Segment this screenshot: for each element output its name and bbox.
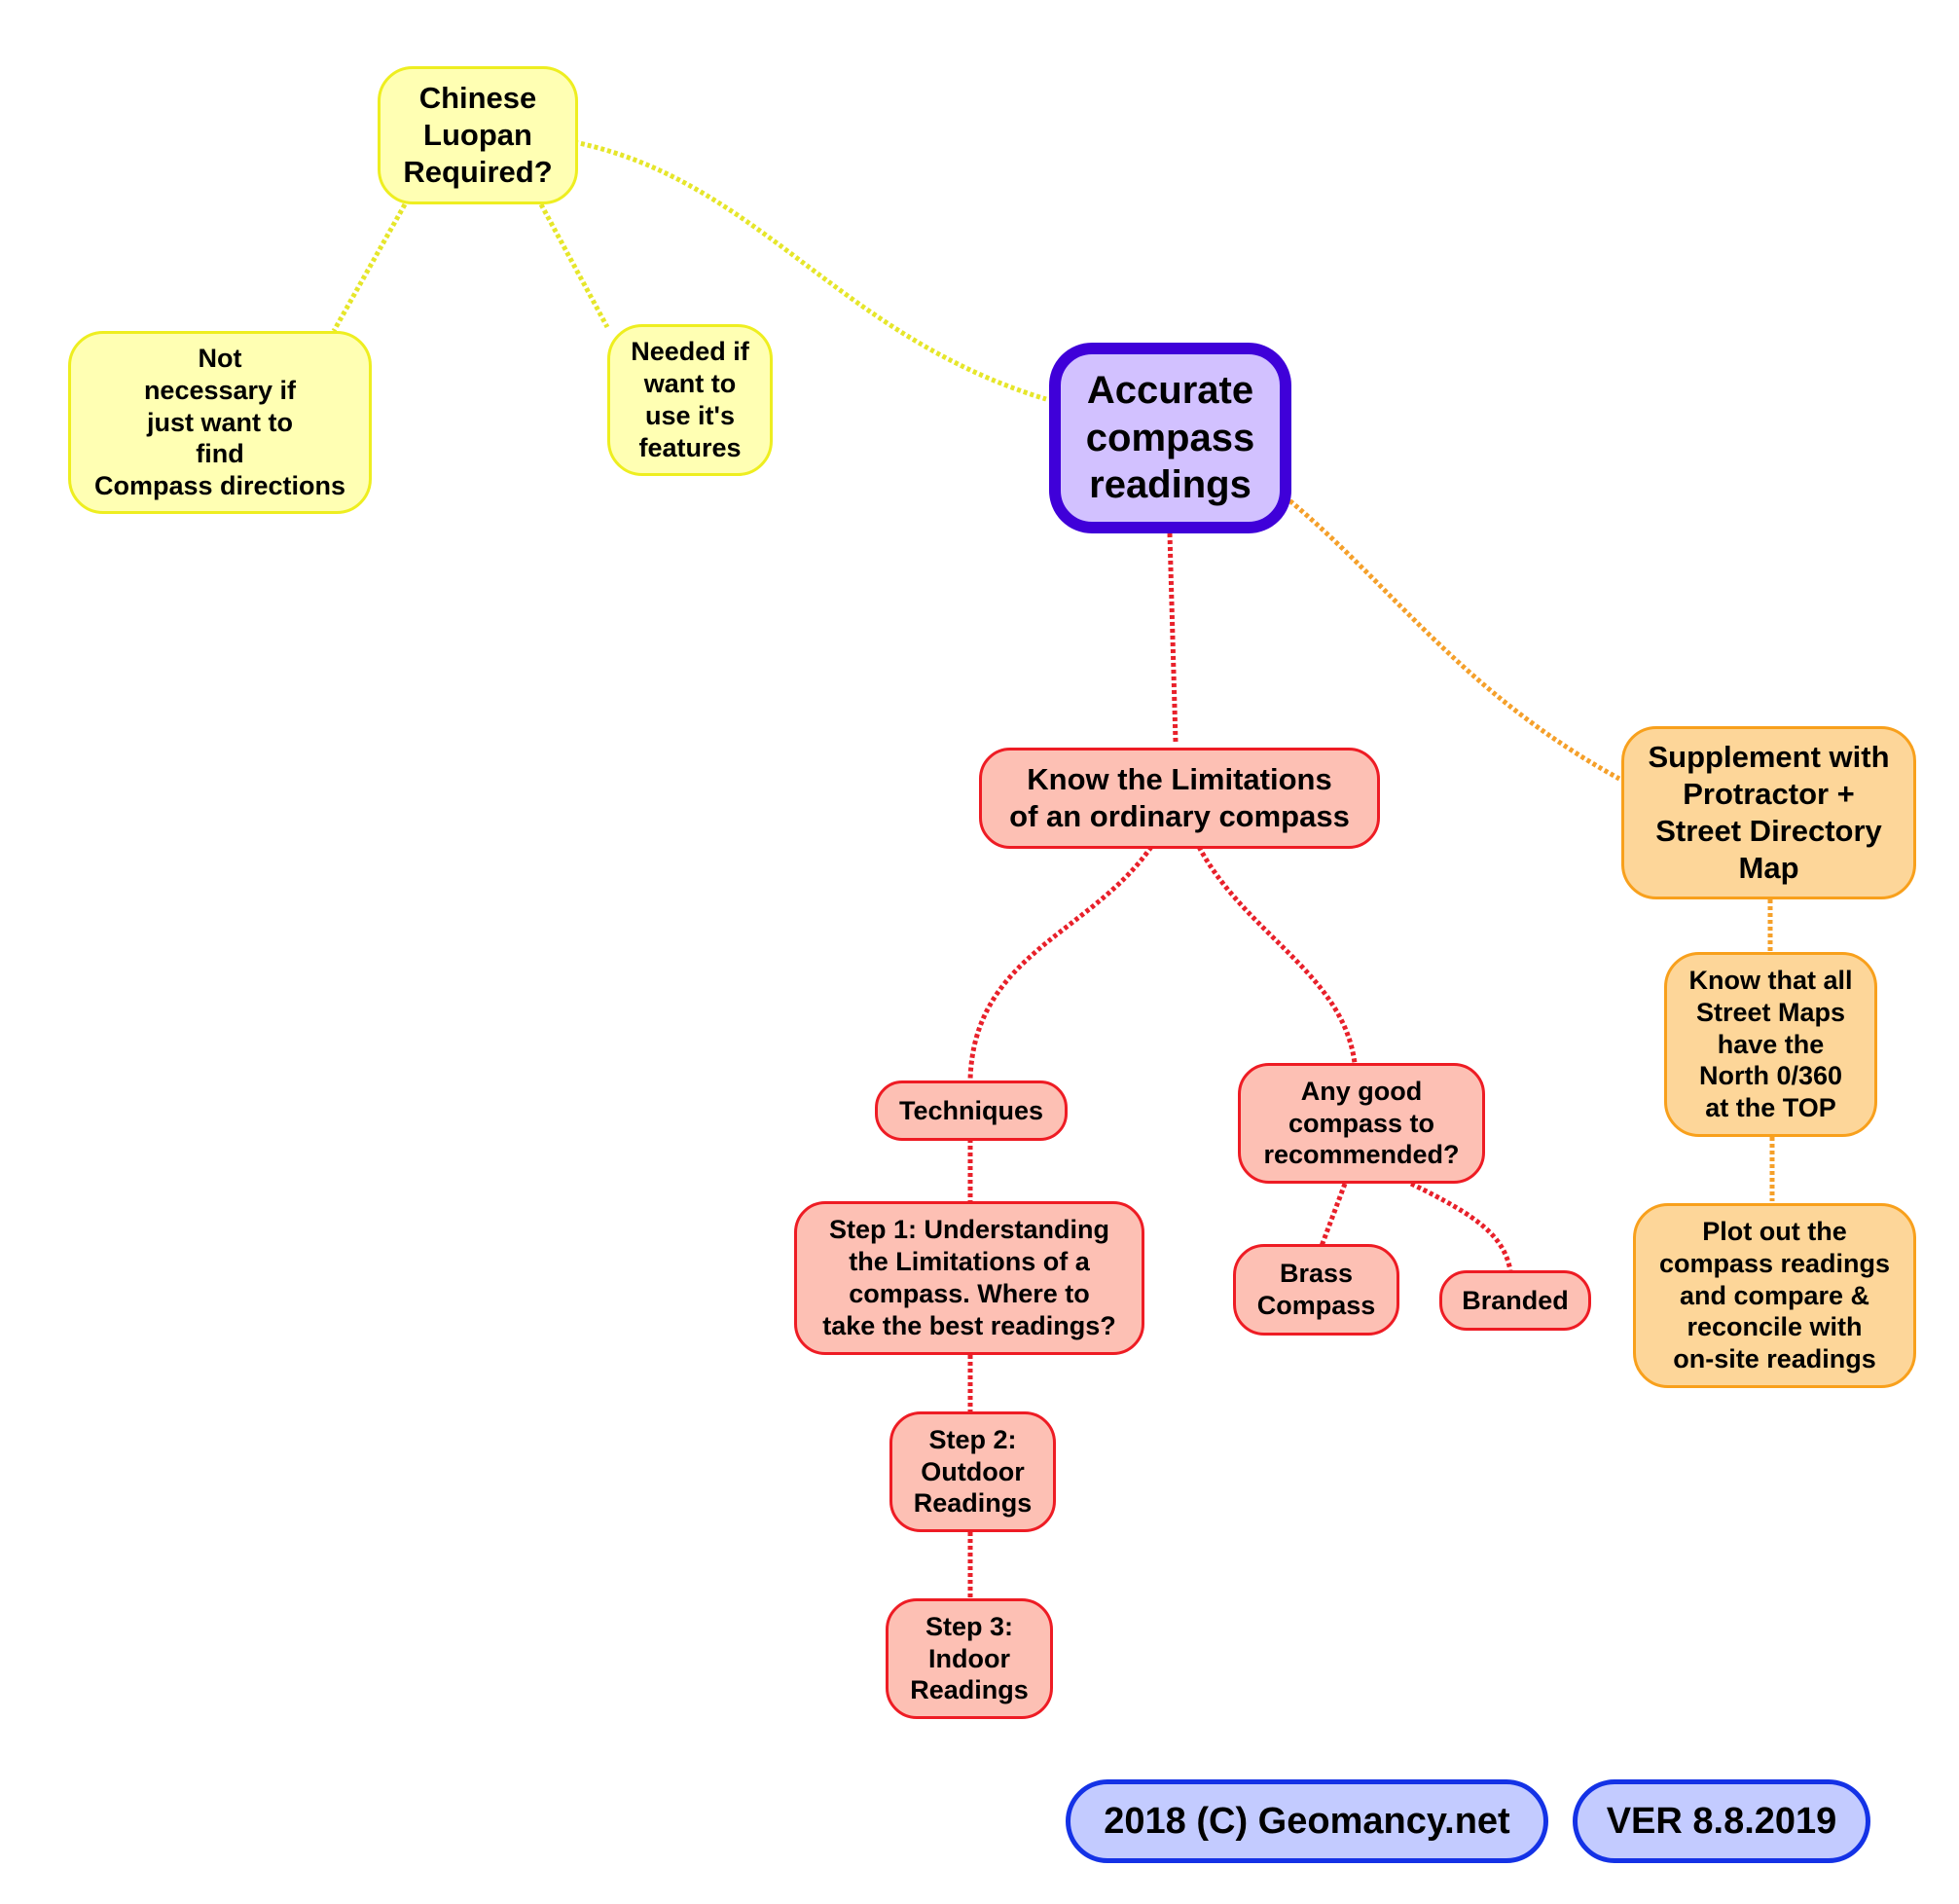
node-step3-label: Step 3: Indoor Readings: [910, 1611, 1029, 1705]
node-step3[interactable]: Step 3: Indoor Readings: [886, 1598, 1053, 1719]
node-step2-label: Step 2: Outdoor Readings: [913, 1424, 1033, 1519]
link-root-supplement: [1283, 494, 1621, 782]
node-step2[interactable]: Step 2: Outdoor Readings: [889, 1411, 1056, 1532]
node-plot-readings-label: Plot out the compass readings and compar…: [1658, 1216, 1891, 1374]
version-badge: VER 8.8.2019: [1573, 1779, 1870, 1863]
node-supplement-label: Supplement with Protractor + Street Dire…: [1648, 740, 1890, 885]
node-chinese-luopan-label: Chinese Luopan Required?: [403, 81, 553, 189]
node-needed-if-label: Needed if want to use it's features: [631, 337, 749, 462]
node-branded-label: Branded: [1462, 1285, 1569, 1315]
node-step1-label: Step 1: Understanding the Limitations of…: [822, 1215, 1116, 1340]
link-root-limitations: [1167, 532, 1179, 743]
link-luopan-needed: [538, 202, 610, 329]
node-step1[interactable]: Step 1: Understanding the Limitations of…: [794, 1201, 1144, 1355]
node-know-limitations-label: Know the Limitations of an ordinary comp…: [1009, 762, 1350, 833]
copyright-text: 2018 (C) Geomancy.net: [1104, 1800, 1510, 1842]
link-limitations-good-compass: [1196, 845, 1358, 1064]
node-techniques[interactable]: Techniques: [875, 1080, 1068, 1141]
node-street-maps-label: Know that all Street Maps have the North…: [1688, 965, 1853, 1123]
link-luopan-root: [573, 139, 1047, 402]
link-luopan-not-necessary: [331, 202, 408, 333]
node-root-label: Accurate compass readings: [1085, 368, 1255, 507]
link-limitations-techniques: [967, 845, 1154, 1081]
link-good-compass-brass: [1319, 1183, 1348, 1247]
copyright-badge: 2018 (C) Geomancy.net: [1066, 1779, 1548, 1863]
node-know-limitations[interactable]: Know the Limitations of an ordinary comp…: [979, 748, 1380, 849]
node-branded[interactable]: Branded: [1439, 1270, 1591, 1331]
node-needed-if[interactable]: Needed if want to use it's features: [607, 324, 773, 476]
node-chinese-luopan[interactable]: Chinese Luopan Required?: [378, 66, 578, 204]
version-text: VER 8.8.2019: [1606, 1800, 1837, 1842]
node-root-accurate-compass-readings[interactable]: Accurate compass readings: [1049, 343, 1291, 533]
node-techniques-label: Techniques: [898, 1095, 1044, 1125]
node-plot-readings[interactable]: Plot out the compass readings and compar…: [1633, 1203, 1916, 1388]
node-any-good-compass-label: Any good compass to recommended?: [1263, 1076, 1460, 1170]
node-brass-compass-label: Brass Compass: [1256, 1259, 1376, 1320]
node-brass-compass[interactable]: Brass Compass: [1233, 1244, 1399, 1336]
link-good-compass-branded: [1409, 1181, 1513, 1271]
node-street-maps[interactable]: Know that all Street Maps have the North…: [1664, 952, 1877, 1137]
node-not-necessary-label: Not necessary if just want to find Compa…: [93, 343, 346, 501]
node-supplement[interactable]: Supplement with Protractor + Street Dire…: [1621, 726, 1916, 899]
node-not-necessary[interactable]: Not necessary if just want to find Compa…: [68, 331, 372, 514]
node-any-good-compass[interactable]: Any good compass to recommended?: [1238, 1063, 1485, 1184]
